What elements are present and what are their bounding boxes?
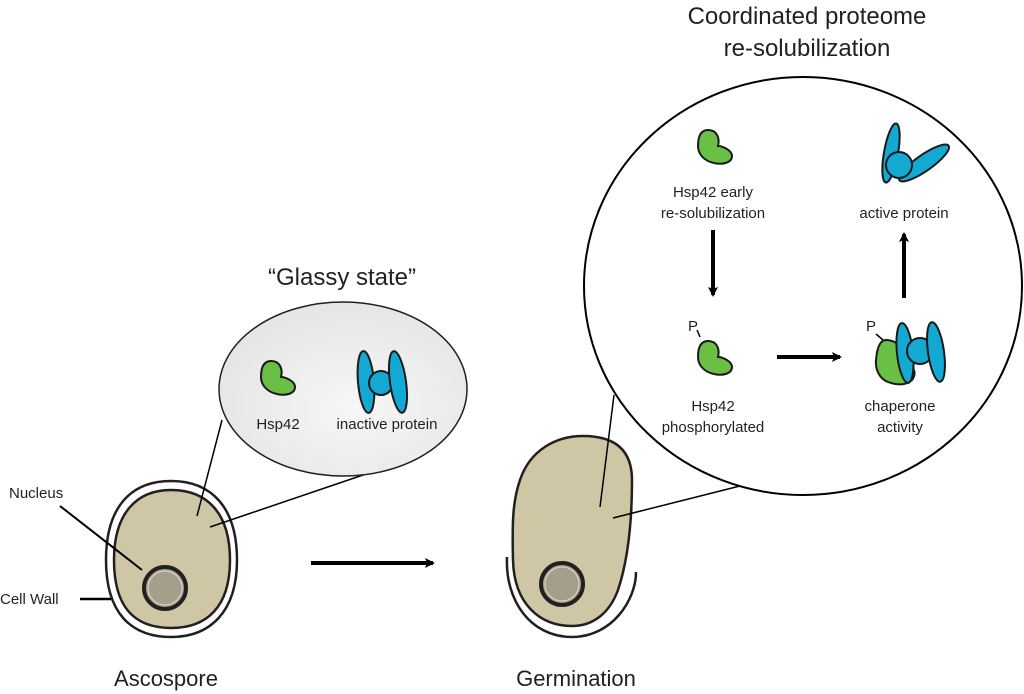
germination-nucleus bbox=[539, 561, 585, 607]
hsp42-early-label-line2: re-solubilization bbox=[661, 205, 765, 222]
germination-label: Germination bbox=[516, 666, 636, 691]
glassy-state-title: “Glassy state” bbox=[268, 264, 416, 291]
glassy-zoom-line-1 bbox=[196, 419, 223, 517]
active-protein-label: active protein bbox=[859, 205, 948, 222]
resolubilization-circle bbox=[583, 76, 1023, 496]
ascospore-cell bbox=[104, 479, 239, 639]
coordinated-title-line1: Coordinated proteome bbox=[688, 3, 927, 30]
chaperone-label-line1: chaperone bbox=[865, 398, 936, 415]
inactive-protein-label: inactive protein bbox=[337, 416, 438, 433]
resolubilization-zoom-line-1 bbox=[599, 394, 615, 508]
resolubilization-zoom-line-2 bbox=[612, 485, 741, 519]
nucleus-label: Nucleus bbox=[9, 485, 63, 502]
ascospore-nucleus bbox=[142, 565, 188, 611]
coordinated-title-line2: re-solubilization bbox=[724, 35, 891, 62]
chaperone-complex-icon bbox=[874, 321, 946, 386]
nucleus-leader-line bbox=[59, 505, 143, 571]
cell-wall-label: Cell Wall bbox=[0, 591, 59, 608]
hsp42-phosphorylated-label-line1: Hsp42 bbox=[691, 398, 734, 415]
ascospore-label: Ascospore bbox=[114, 666, 218, 691]
hsp42-early-label-line1: Hsp42 early bbox=[673, 184, 754, 201]
chaperone-label-line2: activity bbox=[877, 419, 923, 436]
germination-cell-wall-arc bbox=[505, 556, 638, 639]
hsp42-glassy-label: Hsp42 bbox=[256, 416, 299, 433]
germination-cell bbox=[505, 434, 638, 639]
active-protein-icon bbox=[881, 122, 950, 184]
glassy-zoom-line-2 bbox=[209, 473, 367, 528]
glassy-state-ellipse bbox=[218, 301, 468, 477]
inactive-protein-icon bbox=[356, 350, 409, 414]
phospho-mark: P bbox=[688, 318, 698, 335]
phospho-mark-chaperone: P bbox=[866, 318, 876, 335]
hsp42-phosphorylated-label-line2: phosphorylated bbox=[662, 419, 765, 436]
